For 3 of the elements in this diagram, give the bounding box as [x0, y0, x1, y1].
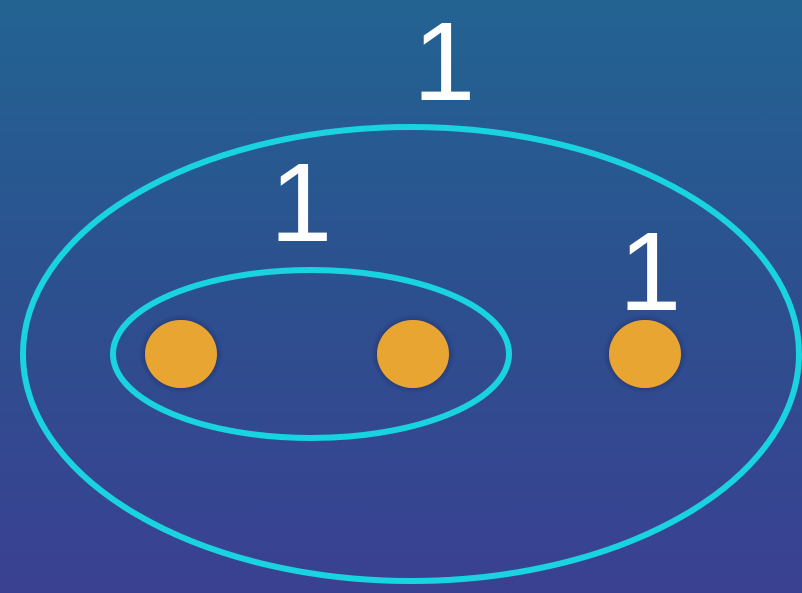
- count-label: 1: [270, 147, 332, 259]
- count-label: 1: [619, 216, 682, 328]
- count-label: 1: [413, 6, 476, 118]
